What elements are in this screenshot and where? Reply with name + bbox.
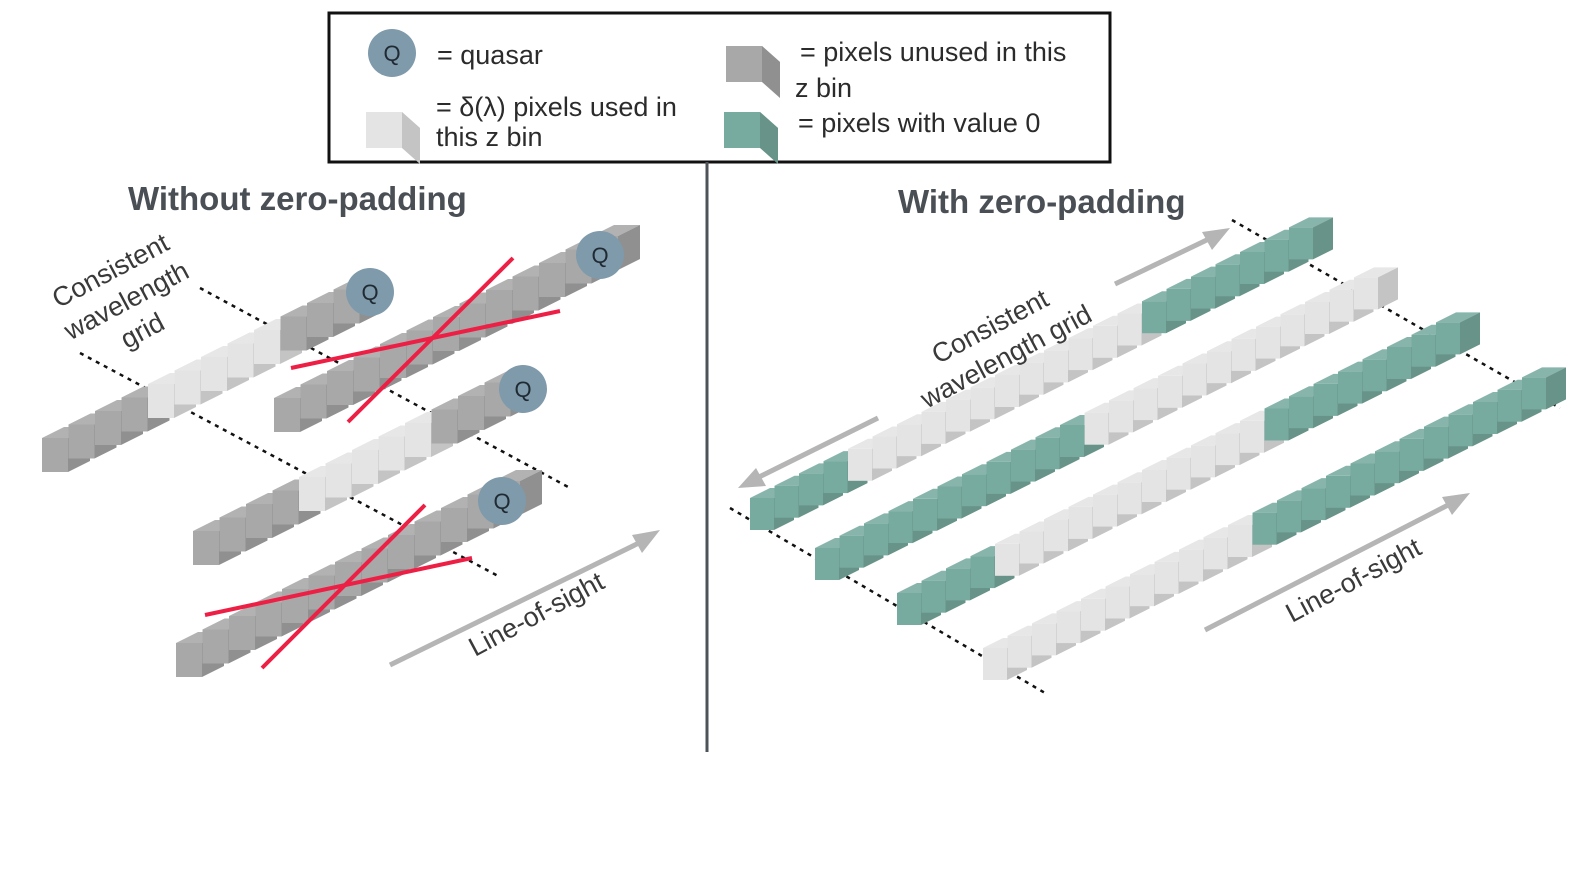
right-upper-arrow <box>1113 228 1230 287</box>
rejection-line <box>346 256 515 424</box>
right-lower-left-arrow-head <box>738 468 766 488</box>
quasar-symbol: Q <box>493 489 510 514</box>
right-sightline-1 <box>750 217 1333 530</box>
left-sightline-1 <box>42 278 382 472</box>
left-los-arrow <box>388 530 660 668</box>
right-sightline-4-pixel <box>1522 367 1566 410</box>
quasar-icon: Q <box>499 365 547 413</box>
quasar-circle <box>576 231 624 279</box>
legend-unused-cube <box>726 46 780 98</box>
quasar-circle <box>478 477 526 525</box>
right-lower-left-arrow <box>738 415 880 488</box>
quasar-icon: Q <box>346 268 394 316</box>
right-sightline-2-pixel <box>1354 267 1398 310</box>
left-sightline-1-pixel <box>201 346 249 391</box>
left-grid-label: Consistent wavelength grid <box>47 227 194 354</box>
right-los-arrow-shaft <box>1203 500 1454 633</box>
right-panel-title: With zero-padding <box>898 183 1186 220</box>
legend-box <box>327 11 1112 164</box>
legend-unused-pixel-icon <box>726 46 780 98</box>
quasar-circle <box>346 268 394 316</box>
left-los-arrow-head <box>632 530 660 553</box>
quasar-symbol: Q <box>591 243 608 268</box>
legend-used-cube <box>366 112 420 164</box>
quasar-symbol: Q <box>361 280 378 305</box>
left-panel-title: Without zero-padding <box>128 180 467 217</box>
legend-used-pixel-icon <box>366 112 420 164</box>
legend-quasar-label: = quasar <box>437 40 543 70</box>
legend-quasar-icon: Q <box>368 29 416 77</box>
right-sightline-4 <box>983 367 1566 680</box>
legend-used-label-line1: = δ(λ) pixels used in <box>436 92 677 122</box>
legend-zero-cube <box>724 112 778 164</box>
left-los-arrow-shaft <box>388 537 647 668</box>
legend-unused-label-line1: = pixels unused in this <box>800 37 1066 67</box>
rejection-line <box>290 309 561 370</box>
right-lower-left-arrow-shaft <box>753 415 880 482</box>
legend-unused-label-line2: z bin <box>795 73 852 103</box>
quasar-icon: Q <box>478 477 526 525</box>
quasar-symbol: Q <box>514 377 531 402</box>
legend-quasar-symbol: Q <box>383 41 400 66</box>
right-los-arrow <box>1203 493 1470 633</box>
right-sightline-1-pixel <box>1289 217 1333 260</box>
quasar-circle <box>499 365 547 413</box>
right-grid-line-lower <box>729 506 1046 695</box>
quasar-icon: Q <box>576 231 624 279</box>
right-sightline-3 <box>897 312 1480 625</box>
right-los-arrow-head <box>1442 493 1470 515</box>
right-upper-arrow-shaft <box>1113 234 1215 287</box>
rejection-line <box>260 503 427 670</box>
legend-zero-label: = pixels with value 0 <box>798 108 1040 138</box>
right-sightline-2 <box>815 267 1398 580</box>
left-quasars: Q Q Q Q <box>346 231 624 525</box>
legend-quasar-circle <box>368 29 416 77</box>
rejection-line <box>204 556 473 617</box>
legend-used-label-line2: this z bin <box>436 122 543 152</box>
right-upper-arrow-head <box>1202 228 1230 250</box>
left-los-label: Line-of-sight <box>464 566 610 662</box>
right-sightline-3-pixel <box>1436 312 1480 355</box>
right-sightlines <box>750 217 1566 680</box>
legend-zero-pixel-icon <box>724 112 778 164</box>
left-sightline-3 <box>193 371 533 565</box>
left-rejection-marks <box>204 256 561 670</box>
